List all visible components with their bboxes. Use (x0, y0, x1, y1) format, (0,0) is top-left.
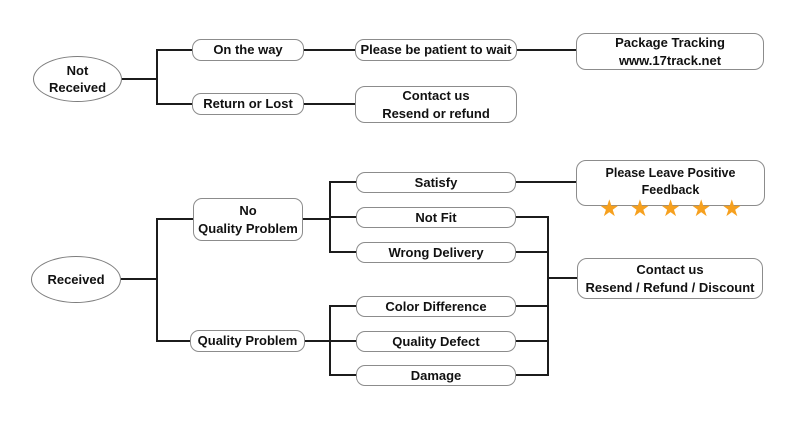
connector-to-damage (329, 374, 357, 376)
node-on-the-way: On the way (192, 39, 304, 61)
connector-to-return-or-lost (156, 103, 192, 105)
connector-quality-problem-out (305, 340, 331, 342)
connector-to-not-fit (329, 216, 357, 218)
connector-not-received-split (156, 49, 158, 105)
connector-satisfy-to-feedback (516, 181, 576, 183)
connector-collector (547, 216, 549, 376)
star-icon: ★ (660, 196, 681, 222)
connector-to-satisfy (329, 181, 357, 183)
node-wrong-delivery: Wrong Delivery (356, 242, 516, 263)
node-color-difference: Color Difference (356, 296, 516, 317)
star-icon: ★ (629, 196, 651, 222)
connector-received-split (156, 218, 158, 342)
connector-color-difference-out (516, 305, 548, 307)
node-return-or-lost: Return or Lost (192, 93, 304, 115)
star-icon: ★ (598, 196, 620, 222)
node-contact-resend-refund: Contact us Resend or refund (355, 86, 517, 123)
connector-patient-to-tracking (517, 49, 576, 51)
node-received: Received (31, 256, 121, 303)
node-package-tracking: Package Tracking www.17track.net (576, 33, 764, 70)
connector-on-the-way-to-patient (304, 49, 356, 51)
connector-return-to-contact (304, 103, 356, 105)
star-rating: ★ ★ ★ ★ ★ (599, 197, 742, 221)
connector-not-received-out (122, 78, 157, 80)
connector-no-quality-out (303, 218, 331, 220)
node-quality-problem: Quality Problem (190, 330, 305, 352)
connector-to-contact-discount (547, 277, 578, 279)
star-icon: ★ (721, 196, 743, 222)
connector-to-on-the-way (156, 49, 192, 51)
connector-to-no-quality (156, 218, 194, 220)
star-icon: ★ (690, 196, 712, 222)
node-quality-defect: Quality Defect (356, 331, 516, 352)
connector-to-quality-defect (329, 340, 357, 342)
node-damage: Damage (356, 365, 516, 386)
connector-quality-defect-out (516, 340, 548, 342)
connector-wrong-delivery-out (516, 251, 548, 253)
connector-received-out (121, 278, 157, 280)
node-contact-resend-refund-discount: Contact us Resend / Refund / Discount (577, 258, 763, 299)
node-satisfy: Satisfy (356, 172, 516, 193)
node-no-quality-problem: No Quality Problem (193, 198, 303, 241)
connector-to-wrong-delivery (329, 251, 357, 253)
connector-to-quality-problem (156, 340, 191, 342)
node-please-be-patient: Please be patient to wait (355, 39, 517, 61)
node-not-received: Not Received (33, 56, 122, 102)
connector-not-fit-out (516, 216, 548, 218)
connector-damage-out (516, 374, 548, 376)
connector-to-color-difference (329, 305, 357, 307)
node-not-fit: Not Fit (356, 207, 516, 228)
node-positive-feedback: Please Leave Positive Feedback ★ ★ ★ ★ ★ (576, 160, 765, 221)
positive-feedback-label: Please Leave Positive Feedback (605, 166, 736, 197)
